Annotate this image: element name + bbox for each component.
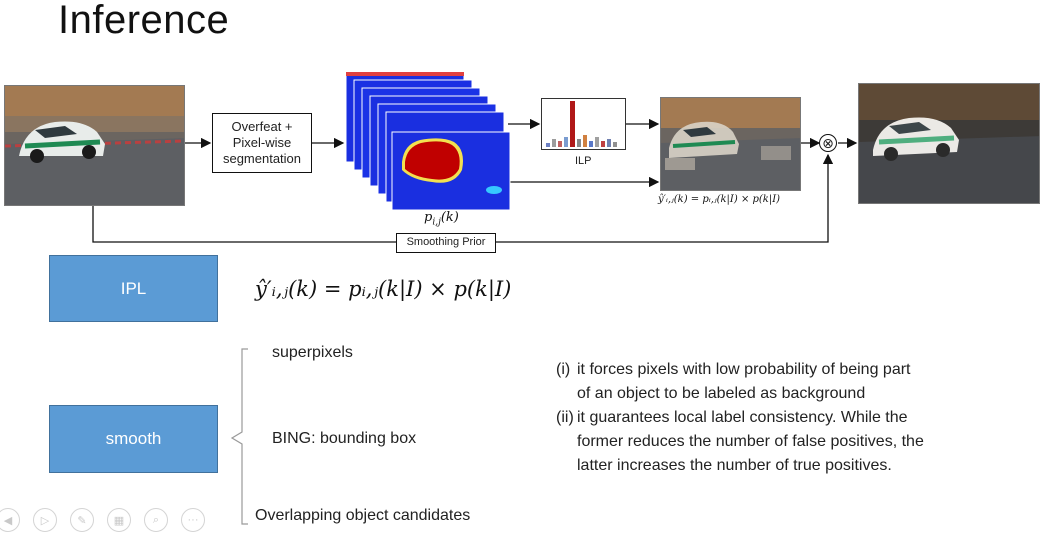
segmentation-result-image (660, 97, 801, 191)
option-superpixels: superpixels (272, 344, 353, 361)
options-brace (230, 348, 248, 525)
note-1: (i) it forces pixels with low probabilit… (556, 358, 911, 406)
option-overlapping-candidates: Overlapping object candidates (255, 507, 471, 524)
note-1-marker: (i) (556, 361, 571, 378)
ilp-label: ILP (575, 155, 592, 167)
slides-icon[interactable]: ▦ (107, 508, 131, 532)
output-image (858, 83, 1040, 204)
slide-title: Inference (58, 0, 230, 42)
ipl-formula: ŷ′ᵢ,ⱼ(k) = pᵢ,ⱼ(k|I) × p(k|I) (255, 277, 512, 301)
note-2-line-1: it guarantees local label consistency. W… (577, 409, 908, 426)
note-2-line-3: latter increases the number of true posi… (577, 457, 892, 474)
overfeat-box: Overfeat + Pixel-wise segmentation (212, 113, 312, 173)
note-2-line-2: former reduces the number of false posit… (577, 433, 924, 450)
pen-icon[interactable]: ✎ (70, 508, 94, 532)
multiply-operator: ⊗ (819, 134, 837, 152)
smoothing-prior-box: Smoothing Prior (396, 233, 496, 253)
note-2: (ii) it guarantees local label consisten… (556, 406, 924, 478)
note-2-marker: (ii) (556, 409, 574, 426)
heatmap-stack (345, 71, 511, 211)
back-icon[interactable]: ◀ (0, 508, 20, 532)
presentation-controls: ◀ ▷ ✎ ▦ ⌕ ··· (0, 508, 205, 532)
option-bing: BING: bounding box (272, 430, 417, 447)
ilp-histogram (541, 98, 626, 150)
zoom-icon[interactable]: ⌕ (144, 508, 168, 532)
note-1-line-1: it forces pixels with low probability of… (577, 361, 911, 378)
arrow-smoothing-to-combine (496, 153, 834, 243)
input-image (4, 85, 185, 206)
smooth-box: smooth (49, 405, 218, 473)
play-icon[interactable]: ▷ (33, 508, 57, 532)
ipl-box: IPL (49, 255, 218, 322)
overfeat-line-1: Overfeat + (231, 119, 293, 134)
overfeat-line-2: Pixel-wise (232, 135, 292, 150)
result-formula: ŷ′ᵢ,ⱼ(k) = pᵢ,ⱼ(k|I) × p(k|I) (658, 194, 781, 205)
heatmap-label: pi,j(k) (424, 210, 459, 228)
note-1-line-2: of an object to be labeled as background (577, 385, 866, 402)
line-input-to-smoothing (92, 206, 396, 243)
overfeat-line-3: segmentation (222, 151, 302, 166)
more-icon[interactable]: ··· (181, 508, 205, 532)
